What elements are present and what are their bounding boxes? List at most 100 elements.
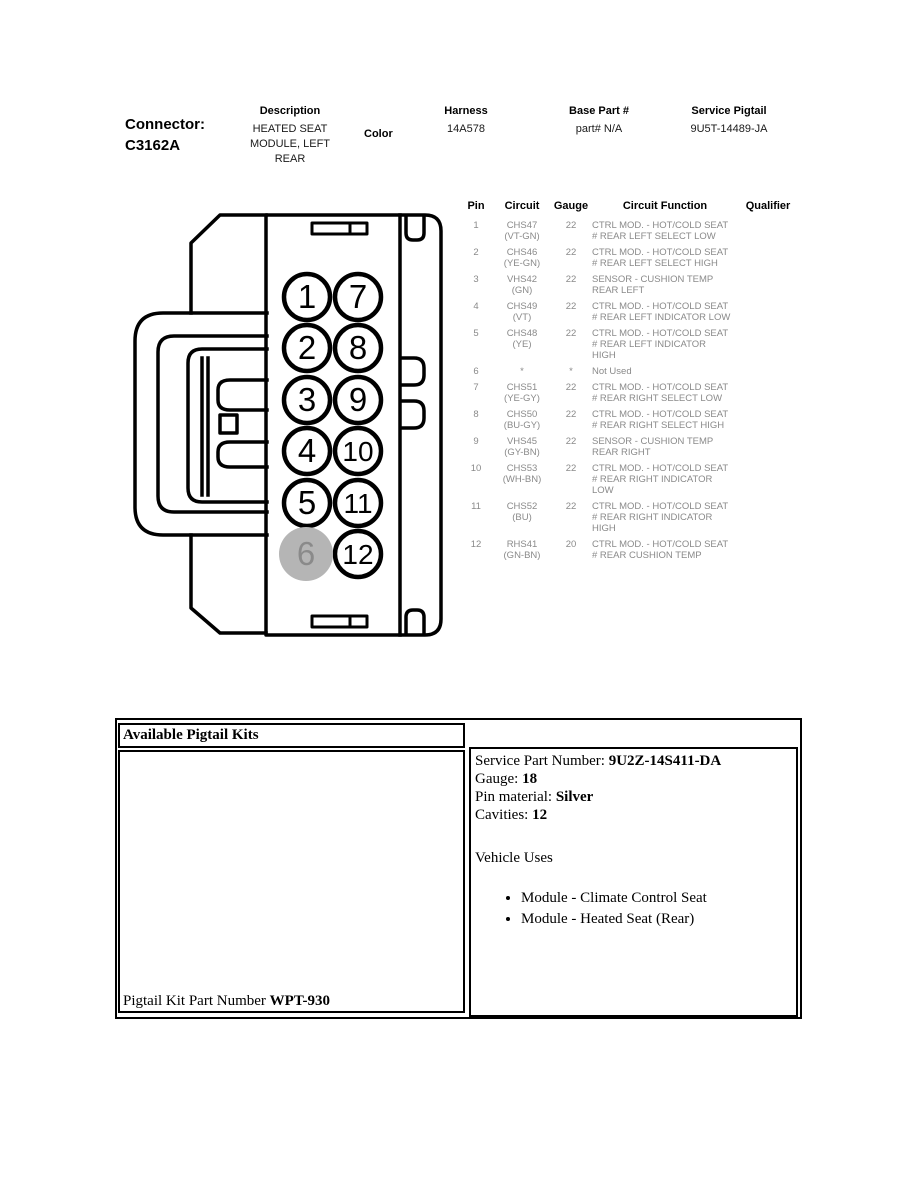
table-row: 4 CHS49 (VT) 22 CTRL MOD. - HOT/COLD SEA… [458,301,803,323]
connector-title: Connector: C3162A [125,114,235,156]
cell-circuit: CHS51 (YE-GY) [494,382,550,404]
side-bump-2 [400,399,426,430]
pigtail-kit-part-number: Pigtail Kit Part Number WPT-930 [123,993,330,1010]
header-col-harness: Harness 14A578 [421,104,511,137]
service-detail-line: Cavities: 12 [475,807,548,823]
cell-gauge: 22 [565,436,577,447]
pin-cavity [332,271,384,323]
pin-cavity [281,374,333,426]
circuit-color: (YE-GN) [503,258,541,269]
table-row: 9 VHS45 (GY-BN) 22 SENSOR - CUSHION TEMP… [458,436,803,458]
table-row: 6 * * Not Used [458,366,803,377]
cell-gauge: 22 [565,409,577,420]
circuit-code: CHS50 [506,409,538,420]
cell-function: CTRL MOD. - HOT/COLD SEAT # REAR RIGHT I… [592,501,729,534]
circuit-code: CHS51 [506,382,538,393]
bottom-slot [310,614,369,629]
tab-bottom-right [404,608,426,636]
cell-function: CTRL MOD. - HOT/COLD SEAT # REAR RIGHT S… [592,409,729,431]
pin-table-header: Pin Circuit Gauge Circuit Function Quali… [458,200,803,212]
cell-circuit: CHS46 (YE-GN) [494,247,550,269]
pin-cavity [332,477,384,529]
col-header-gauge: Gauge [553,200,589,212]
circuit-color: (VT) [512,312,532,323]
side-bump-1 [400,356,426,387]
circuit-code: CHS52 [506,501,538,512]
pin-cavity [332,425,384,477]
cell-pin: 12 [470,539,482,550]
circuit-code: CHS46 [506,247,538,258]
cell-function: CTRL MOD. - HOT/COLD SEAT # REAR LEFT SE… [592,220,729,242]
cell-function: CTRL MOD. - HOT/COLD SEAT # REAR LEFT IN… [592,301,731,323]
cell-qualifier [738,247,798,269]
harness-value: 14A578 [447,123,485,135]
cell-circuit: VHS45 (GY-BN) [494,436,550,458]
col-header-circuit: Circuit [504,200,540,212]
vehicle-use-item: Module - Climate Control Seat [521,888,792,909]
cell-circuit: * [494,366,550,377]
header-col-base-part: Base Part # part# N/A [549,104,649,137]
cell-qualifier [738,409,798,431]
cell-circuit: CHS53 (WH-BN) [494,463,550,496]
cell-gauge: 22 [565,463,577,474]
cell-gauge: * [569,366,573,377]
pin-table-body: 1 CHS47 (VT-GN) 22 CTRL MOD. - HOT/COLD … [458,220,803,561]
circuit-code: CHS48 [506,328,538,339]
table-row: 3 VHS42 (GN) 22 SENSOR - CUSHION TEMP RE… [458,274,803,296]
col-header-function: Circuit Function [622,200,708,212]
table-row: 12 RHS41 (GN-BN) 20 CTRL MOD. - HOT/COLD… [458,539,803,561]
pin-cavity-unused [279,527,333,581]
table-row: 10 CHS53 (WH-BN) 22 CTRL MOD. - HOT/COLD… [458,463,803,496]
circuit-color: (GY-BN) [504,447,540,458]
cell-circuit: CHS52 (BU) [494,501,550,534]
cell-qualifier [738,366,798,377]
pin-table: Pin Circuit Gauge Circuit Function Quali… [458,200,803,566]
circuit-color: (YE) [512,339,532,350]
pin-number: 7 [349,278,367,315]
cell-circuit: CHS50 (BU-GY) [494,409,550,431]
circuit-color: (YE-GY) [504,393,540,404]
cell-pin: 6 [473,366,479,377]
cell-function: Not Used [592,366,632,377]
cell-gauge: 22 [565,501,577,512]
circuit-color: (GN-BN) [503,550,541,561]
cell-function: CTRL MOD. - HOT/COLD SEAT # REAR LEFT IN… [592,328,729,361]
cell-function: CTRL MOD. - HOT/COLD SEAT # REAR LEFT SE… [592,247,729,269]
cell-function: CTRL MOD. - HOT/COLD SEAT # REAR RIGHT S… [592,382,729,404]
cell-pin: 5 [473,328,479,339]
color-label: Color [364,128,393,140]
cell-pin: 11 [471,501,481,512]
pin-cavity [332,528,384,580]
pin-number: 11 [343,488,372,519]
vehicle-uses-list: Module - Climate Control SeatModule - He… [475,888,792,930]
cell-circuit: CHS47 (VT-GN) [494,220,550,242]
cell-pin: 2 [473,247,479,258]
cell-gauge: 22 [565,220,577,231]
cell-pin: 3 [473,274,479,285]
cell-function: CTRL MOD. - HOT/COLD SEAT # REAR RIGHT I… [592,463,729,496]
pigtail-kits-table: Available Pigtail Kits Pigtail Kit Part … [115,718,802,1019]
body-outline [264,213,443,637]
pin-numbers: 1 2 3 4 5 6 7 8 9 10 11 12 [297,278,374,572]
service-detail-line: Service Part Number: 9U2Z-14S411-DA [475,753,722,769]
cell-pin: 8 [473,409,479,420]
circuit-code: CHS47 [506,220,538,231]
table-row: 5 CHS48 (YE) 22 CTRL MOD. - HOT/COLD SEA… [458,328,803,361]
vehicle-uses-title: Vehicle Uses [475,850,553,866]
header-col-description: Description HEATED SEAT MODULE, LEFT REA… [244,104,336,167]
description-value: HEATED SEAT MODULE, LEFT REAR [249,123,331,165]
circuit-code: CHS49 [506,301,538,312]
pin-cavity [281,425,333,477]
circuit-color: (VT-GN) [504,231,540,242]
cell-pin: 1 [473,220,479,231]
pin-number: 12 [342,539,373,570]
cell-gauge: 22 [565,328,577,339]
service-pigtail-value: 9U5T-14489-JA [690,123,768,135]
table-row: 2 CHS46 (YE-GN) 22 CTRL MOD. - HOT/COLD … [458,247,803,269]
vehicle-use-item: Module - Heated Seat (Rear) [521,909,792,930]
latch-prong-bottom [216,440,269,469]
cell-qualifier [738,463,798,496]
